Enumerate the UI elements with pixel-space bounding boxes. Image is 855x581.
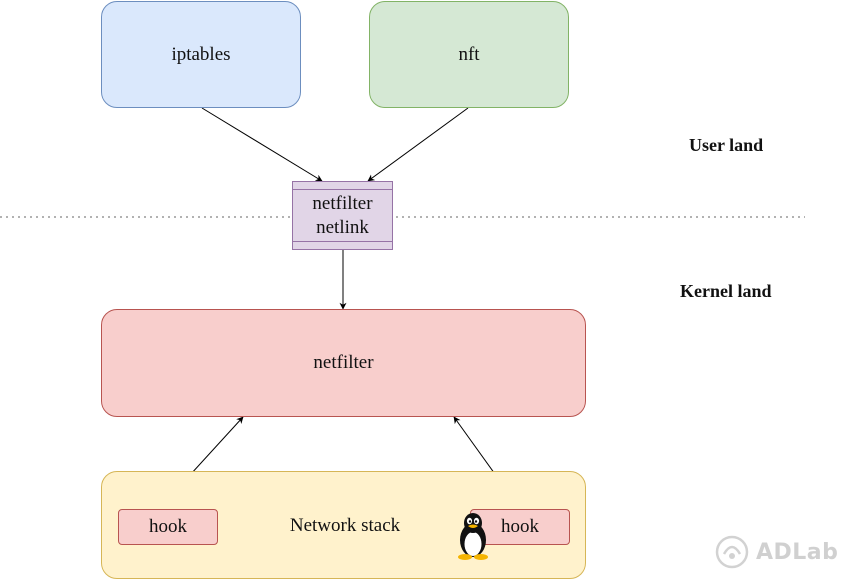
netfilter-node: netfilter: [101, 309, 586, 417]
arrow-iptables-to-netlink: [201, 107, 323, 182]
tux-penguin-icon: [458, 513, 488, 560]
kernel-land-label: Kernel land: [680, 281, 772, 301]
arrow-nft-to-netlink: [367, 107, 469, 182]
network-stack-label: Network stack: [289, 515, 401, 536]
netlink-bottom-bar: [293, 241, 392, 242]
hook-right-label: hook: [501, 516, 539, 537]
user-land-label: User land: [689, 135, 764, 155]
netfilter-label: netfilter: [313, 352, 374, 373]
iptables-label: iptables: [171, 43, 231, 65]
nft-label: nft: [458, 43, 480, 65]
watermark-logo-icon: [715, 535, 749, 569]
netlink-top-bar: [293, 189, 392, 190]
watermark-text: ADLab: [756, 539, 839, 565]
netlink-label-line2: netlink: [316, 216, 369, 238]
watermark: ADLab: [712, 532, 838, 572]
hook-left-label: hook: [149, 516, 187, 537]
netlink-label-line1: netfilter: [312, 192, 373, 214]
nft-node: nft: [369, 1, 569, 108]
iptables-node: iptables: [101, 1, 301, 108]
hook-left-node: hook: [118, 509, 218, 545]
netfilter-netlink-node: netfilter netlink: [292, 181, 393, 250]
